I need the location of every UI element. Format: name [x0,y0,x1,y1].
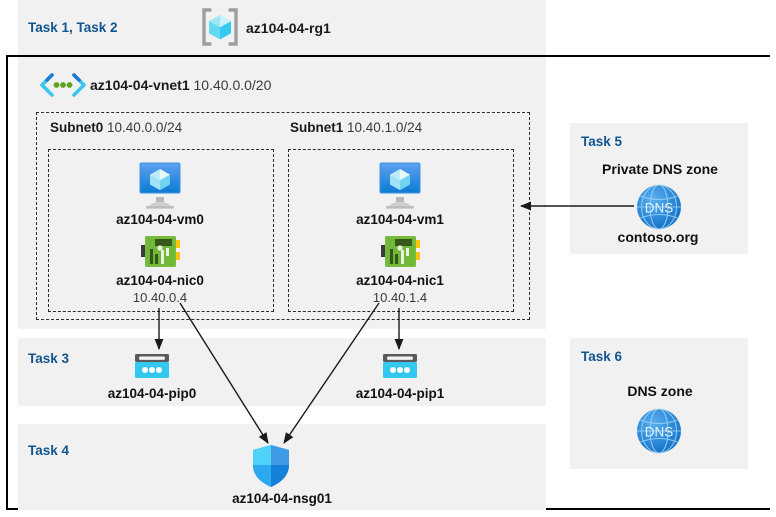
public-ip-panel [18,338,546,406]
vm1-name: az104-04-vm1 [356,212,444,227]
vnet-header: az104-04-vnet1 10.40.0.0/20 [90,77,271,93]
nsg-name: az104-04-nsg01 [232,491,332,506]
task-label-4: Task 4 [28,443,70,458]
subnet0-name: Subnet0 [50,120,104,135]
subnet0-box [48,149,274,312]
public-ip-address-icon [380,352,420,382]
virtual-machine-icon [132,159,188,211]
pip0-name: az104-04-pip0 [107,386,197,401]
private-dns-zone-name: contoso.org [617,229,699,245]
subnets-container [36,112,530,320]
dns-zone-globe-icon: DNS [634,182,684,232]
subnet1-header: Subnet1 10.40.1.0/24 [290,120,422,135]
resource-group-name: az104-04-rg1 [246,20,331,36]
public-dns-heading: DNS zone [627,383,693,399]
network-interface-icon [379,233,423,271]
vnet-address-space: 10.40.0.0/20 [193,77,272,93]
network-interface-icon [139,233,183,271]
task-label-6: Task 6 [581,349,623,364]
nic0-name: az104-04-nic0 [116,273,204,288]
task-label-3: Task 3 [28,351,70,366]
dns-zone-globe-icon: DNS [634,406,684,456]
nic1-ip: 10.40.1.4 [372,290,428,305]
subnet1-name: Subnet1 [290,120,344,135]
nic1-name: az104-04-nic1 [356,273,444,288]
vnet-panel [18,57,546,329]
vm0-name: az104-04-vm0 [116,212,204,227]
private-dns-heading: Private DNS zone [602,161,718,177]
nic0-ip: 10.40.0.4 [132,290,188,305]
resource-group-cube-icon [199,7,241,47]
subnet0-cidr: 10.40.0.0/24 [107,120,183,135]
virtual-network-icon [38,71,88,99]
public-ip-address-icon [132,352,172,382]
network-security-group-shield-icon [249,443,293,489]
virtual-machine-icon [372,159,428,211]
task-label-1-2: Task 1, Task 2 [28,20,118,35]
dns-icon-text: DNS [645,201,674,216]
pip1-name: az104-04-pip1 [355,386,445,401]
resource-group-header-band [18,0,546,55]
subnet0-header: Subnet0 10.40.0.0/24 [50,120,182,135]
task-label-5: Task 5 [581,134,623,149]
vnet-name: az104-04-vnet1 [90,77,190,93]
subnet1-box [288,149,514,312]
dns-icon-text: DNS [645,425,674,440]
subnet1-cidr: 10.40.1.0/24 [347,120,423,135]
